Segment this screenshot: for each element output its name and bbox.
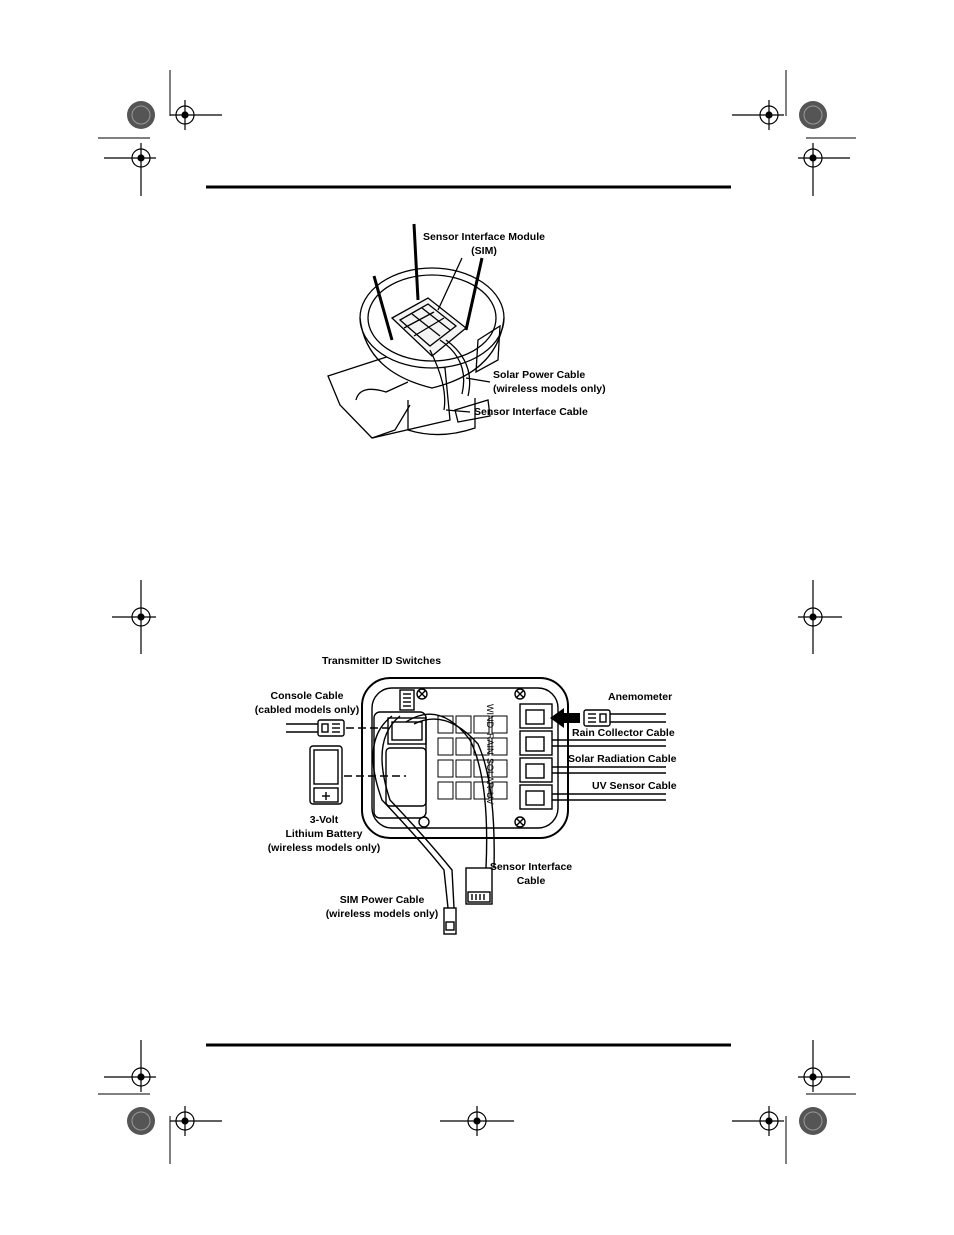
battery-line2: Lithium Battery — [285, 828, 363, 840]
port-label-uv: UV — [485, 792, 495, 805]
sim-label-line2: (SIM) — [471, 245, 497, 257]
port-label-wind: WIND — [485, 704, 495, 728]
port-label-solar: SOLAR — [485, 758, 495, 789]
sim-power-line2: (wireless models only) — [325, 908, 439, 920]
rain-collector-label: Rain Collector Cable — [572, 727, 675, 739]
registration-mark — [104, 100, 850, 1136]
sim-label-line1: Sensor Interface Module — [423, 231, 545, 243]
uv-sensor-label: UV Sensor Cable — [592, 780, 677, 792]
port-label-rain: RAIN — [485, 733, 495, 755]
battery-line1: 3-Volt — [309, 814, 339, 826]
color-target-mark — [127, 101, 827, 1135]
solar-radiation-label: Solar Radiation Cable — [568, 753, 677, 765]
sensor-interface-line1: Sensor Interface — [489, 861, 573, 873]
console-cable-line1: Console Cable — [270, 690, 344, 702]
solar-cable-line1: Solar Power Cable — [493, 369, 586, 381]
transmitter-id-label: Transmitter ID Switches — [322, 655, 442, 667]
arrow-anemometer-icon — [550, 708, 580, 728]
sensor-interface-line2: Cable — [516, 875, 546, 887]
sensor-cable-label: Sensor Interface Cable — [474, 406, 588, 418]
sim-power-line1: SIM Power Cable — [339, 894, 425, 906]
battery-line3: (wireless models only) — [267, 842, 381, 854]
console-cable-line2: (cabled models only) — [254, 704, 360, 716]
solar-cable-line2: (wireless models only) — [493, 383, 606, 395]
crop-lines — [98, 70, 856, 1164]
anemometer-label: Anemometer — [608, 691, 673, 703]
